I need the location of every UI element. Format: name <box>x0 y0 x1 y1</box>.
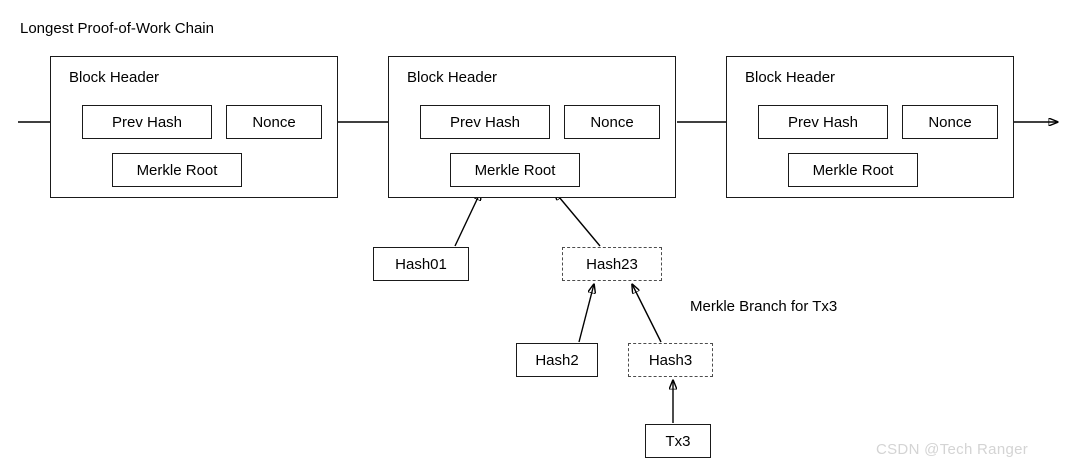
block-2[interactable]: Block Header Prev Hash Nonce Merkle Root <box>388 56 676 198</box>
merkle-branch-label: Merkle Branch for Tx3 <box>690 298 838 315</box>
nonce-field[interactable]: Nonce <box>564 105 660 139</box>
prev-hash-field[interactable]: Prev Hash <box>420 105 550 139</box>
prev-hash-field[interactable]: Prev Hash <box>82 105 212 139</box>
transaction-node-tx3[interactable]: Tx3 <box>645 424 711 458</box>
merkle-node-hash3[interactable]: Hash3 <box>628 343 713 377</box>
page-title: Longest Proof-of-Work Chain <box>20 20 214 37</box>
block-header-label: Block Header <box>407 69 498 86</box>
merkle-node-hash2[interactable]: Hash2 <box>516 343 598 377</box>
prev-hash-field[interactable]: Prev Hash <box>758 105 888 139</box>
block-3[interactable]: Block Header Prev Hash Nonce Merkle Root <box>726 56 1014 198</box>
block-header-label: Block Header <box>745 69 836 86</box>
merkle-root-field[interactable]: Merkle Root <box>788 153 918 187</box>
block-header-label: Block Header <box>69 69 160 86</box>
nonce-field[interactable]: Nonce <box>226 105 322 139</box>
watermark: CSDN @Tech Ranger <box>876 441 1029 458</box>
merkle-node-hash01[interactable]: Hash01 <box>373 247 469 281</box>
merkle-node-hash23[interactable]: Hash23 <box>562 247 662 281</box>
merkle-root-field[interactable]: Merkle Root <box>112 153 242 187</box>
block-1[interactable]: Block Header Prev Hash Nonce Merkle Root <box>50 56 338 198</box>
nonce-field[interactable]: Nonce <box>902 105 998 139</box>
merkle-root-field[interactable]: Merkle Root <box>450 153 580 187</box>
